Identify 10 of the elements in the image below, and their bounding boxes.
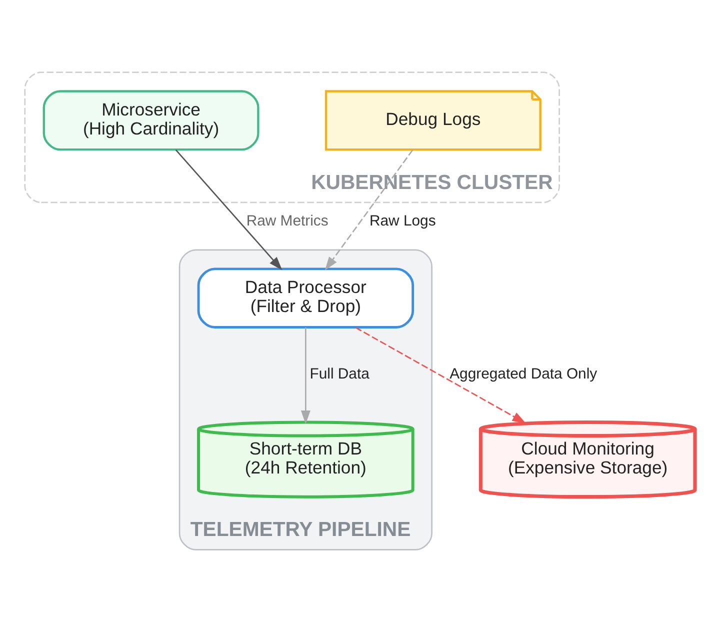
arrow: [324, 149, 414, 270]
edge-label: Raw Logs: [370, 212, 436, 229]
node-box: Microservice (High Cardinality): [42, 90, 260, 150]
edge-label: Full Data: [310, 365, 370, 382]
node-box: Data Processor (Filter & Drop): [197, 267, 414, 328]
edge-label: Raw Metrics: [246, 212, 328, 229]
arrow: [355, 326, 526, 423]
arrow: [300, 326, 310, 424]
edge-label: Aggregated Data Only: [450, 365, 598, 382]
arrow: [175, 148, 282, 270]
